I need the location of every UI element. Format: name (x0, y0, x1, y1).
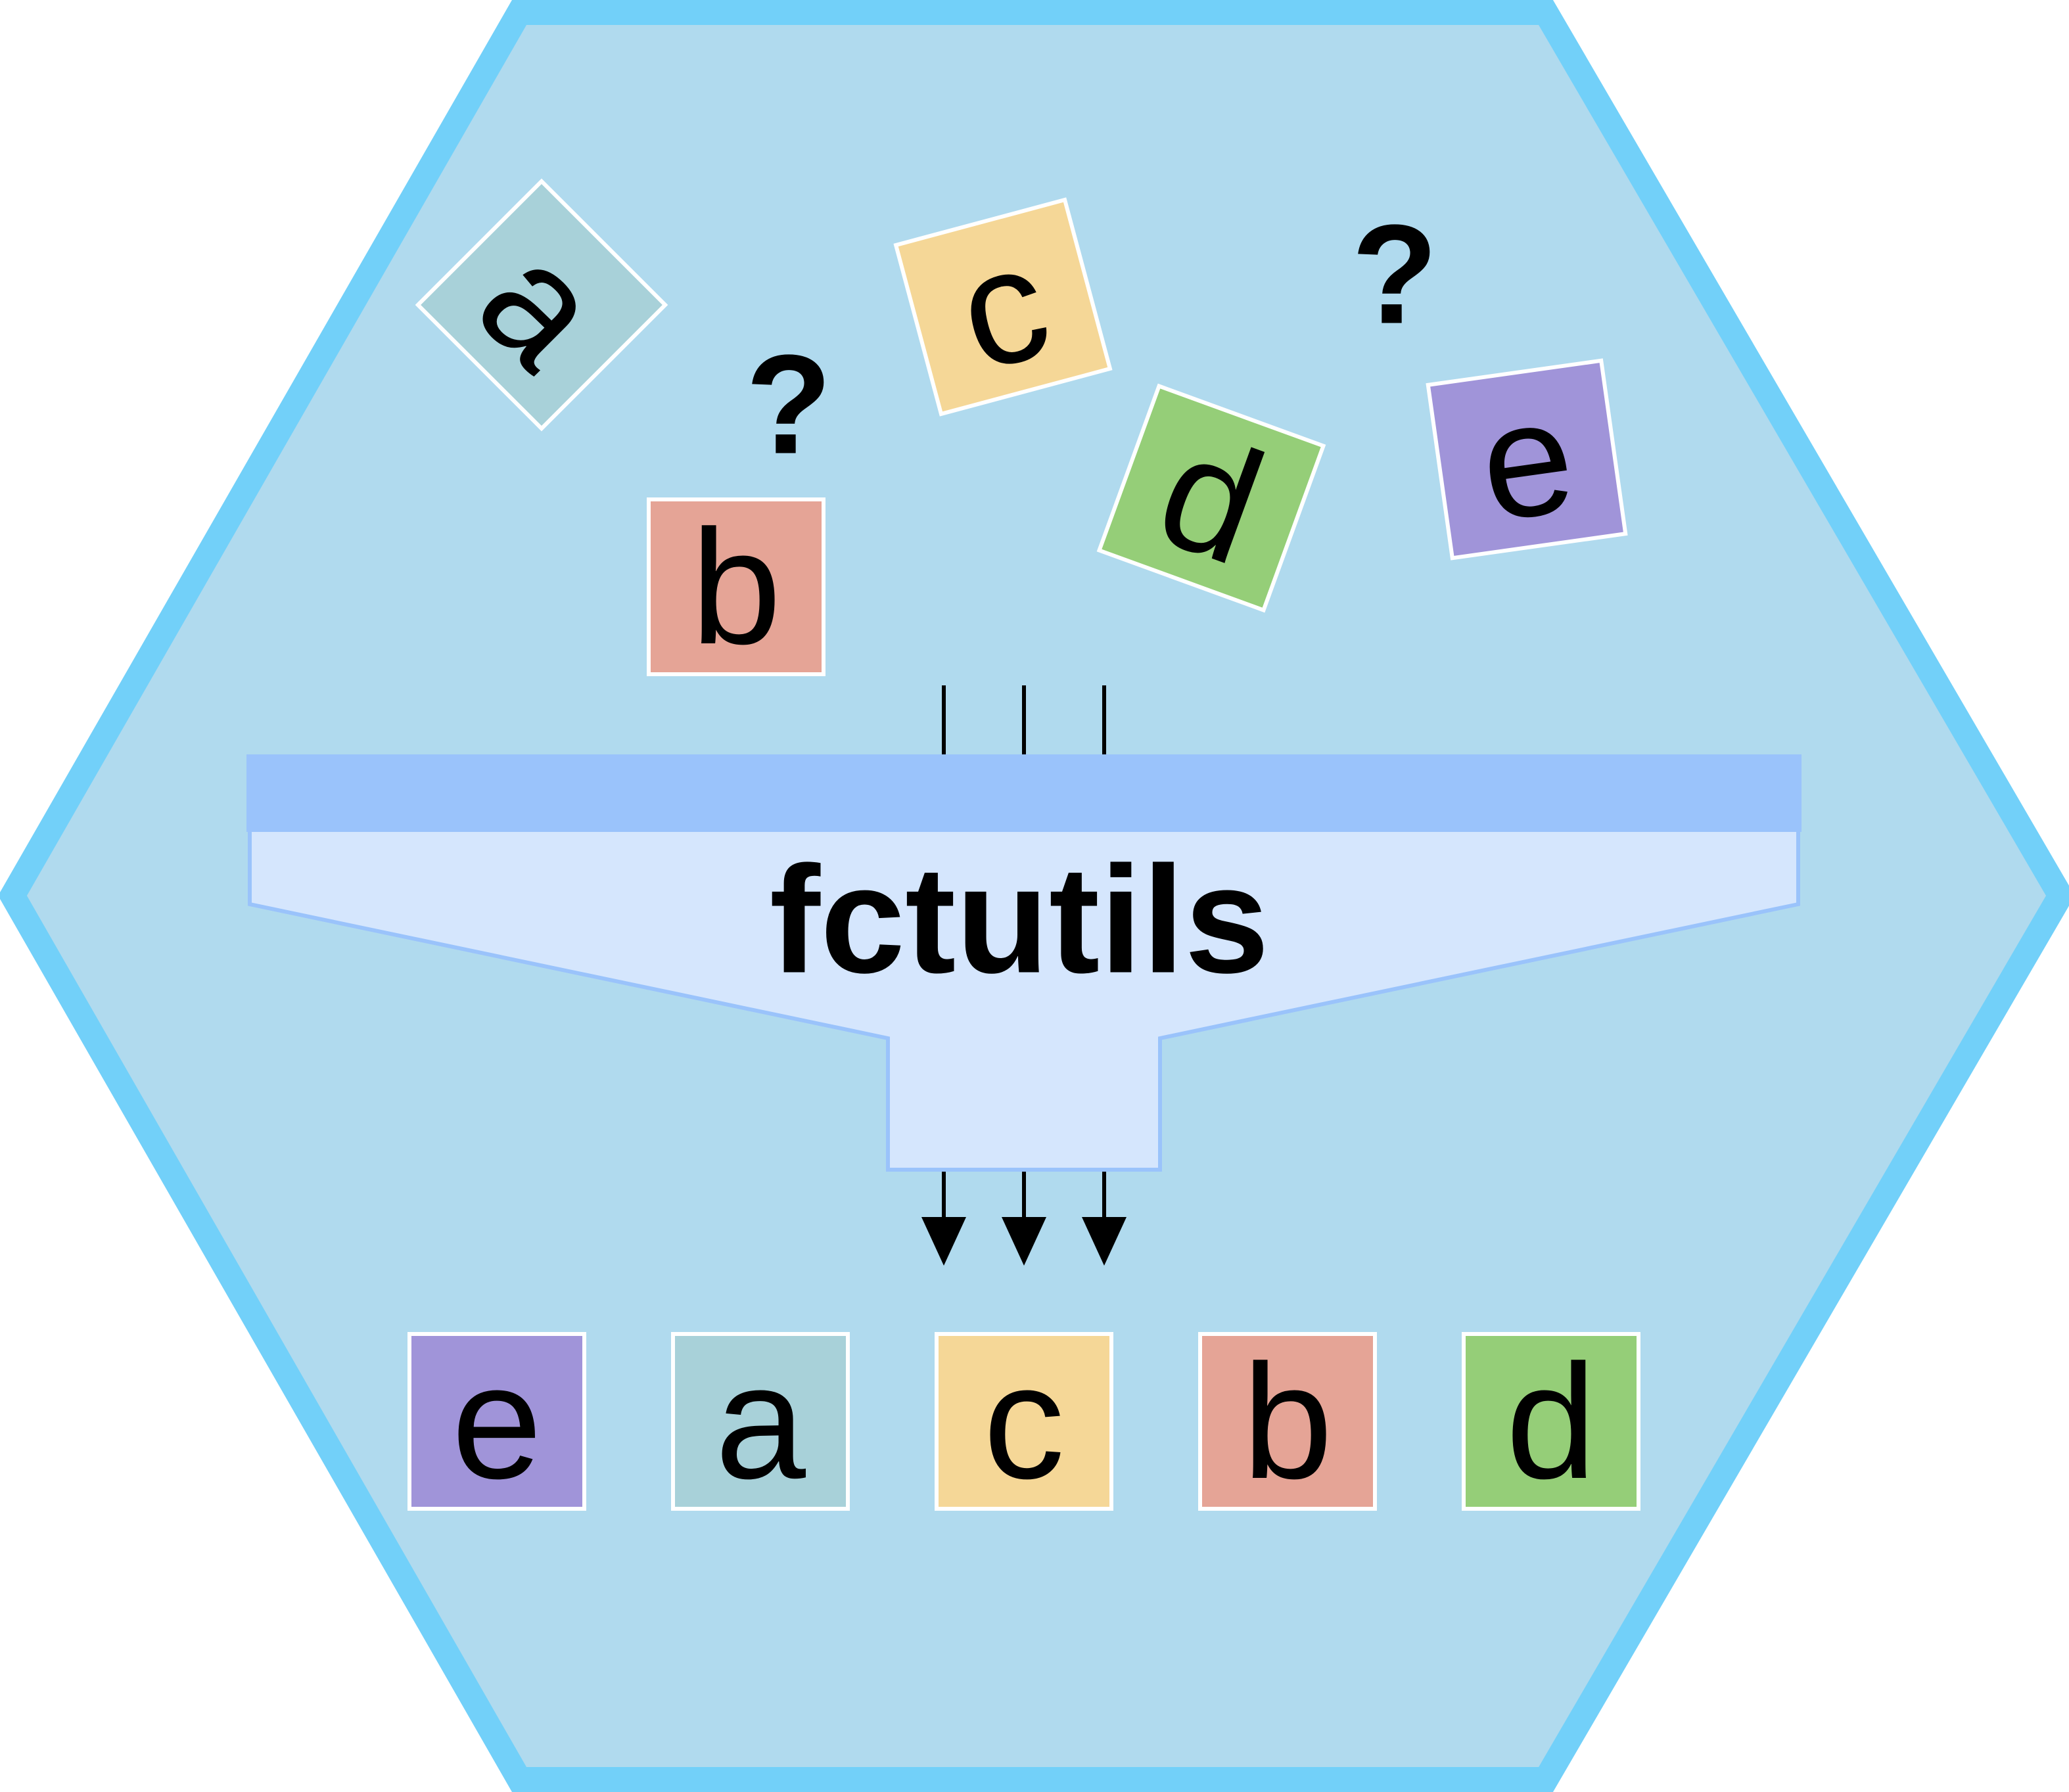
tile-letter: e (452, 1330, 542, 1513)
question-mark-left: ? (745, 325, 831, 484)
sorted-tiles: e a c b d (407, 1330, 1640, 1513)
tile-letter: a (715, 1330, 806, 1513)
output-arrow (1002, 1172, 1046, 1266)
tile-unsorted-c: c (893, 197, 1113, 417)
question-mark-right: ? (1351, 195, 1437, 354)
funnel-top-band (246, 754, 1802, 832)
funnel: fctutils (246, 754, 1802, 1172)
tile-sorted: b (1198, 1330, 1377, 1513)
tile-unsorted-b: b (647, 495, 825, 678)
funnel-output-arrows (921, 1172, 1127, 1266)
funnel-body (248, 827, 1800, 1172)
tile-letter: d (1506, 1330, 1596, 1513)
output-arrow (1082, 1172, 1127, 1266)
tile-sorted: e (407, 1330, 586, 1513)
tile-unsorted-d: d (1096, 383, 1326, 613)
unsorted-tiles: a b c d e (415, 178, 1628, 678)
tile-sorted: a (671, 1330, 850, 1513)
tile-sorted: c (935, 1330, 1113, 1513)
tile-letter: b (1242, 1330, 1333, 1513)
tile-letter: c (983, 1330, 1065, 1513)
funnel-input-lines (942, 685, 1106, 756)
tile-sorted: d (1462, 1330, 1640, 1513)
tile-letter: b (691, 495, 781, 678)
package-title: fctutils (770, 835, 1269, 1005)
tile-unsorted-e: e (1426, 358, 1628, 561)
output-arrow (921, 1172, 966, 1266)
